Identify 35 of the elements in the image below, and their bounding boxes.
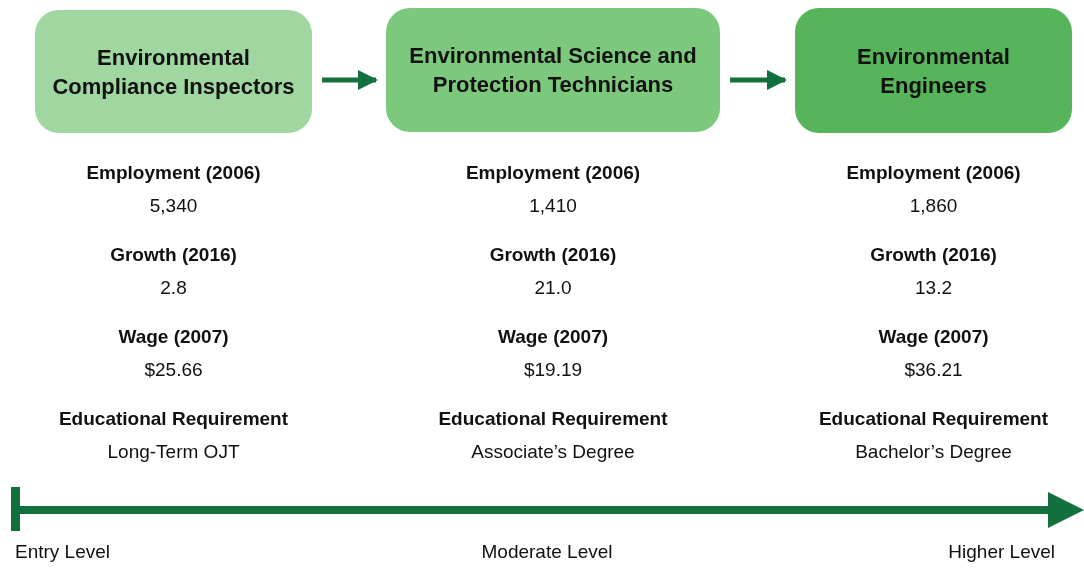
job-box bbox=[35, 10, 312, 133]
level-label: Higher Level bbox=[948, 541, 1055, 563]
stat-heading: Wage (2007) bbox=[118, 326, 229, 348]
stat-value: $25.66 bbox=[144, 359, 203, 381]
stat-heading: Wage (2007) bbox=[878, 326, 989, 348]
stat-value: Long-Term OJT bbox=[107, 441, 240, 463]
stat-heading: Employment (2006) bbox=[86, 162, 261, 184]
stat-value: $19.19 bbox=[523, 359, 583, 381]
job-title: Environmental Compliance Inspectors bbox=[51, 43, 296, 101]
arrow bbox=[730, 70, 787, 90]
stat-value: Bachelor’s Degree bbox=[855, 441, 1012, 463]
stat-heading: Growth (2016) bbox=[870, 244, 997, 266]
stat-heading: Educational Requirement bbox=[438, 408, 668, 430]
level-label: Entry Level bbox=[15, 541, 111, 563]
stat-value: Associate’s Degree bbox=[471, 441, 635, 463]
job-title: Environmental Science and Protection Technicians bbox=[408, 42, 698, 99]
stat-value: 13.2 bbox=[915, 277, 952, 299]
stat-value: 2.8 bbox=[160, 277, 187, 299]
stat-value: 1,860 bbox=[909, 195, 958, 217]
job-box bbox=[386, 8, 720, 132]
stat-heading: Wage (2007) bbox=[497, 326, 609, 348]
stat-value: 5,340 bbox=[149, 195, 198, 217]
job-title: Environmental Engineers bbox=[856, 42, 1011, 100]
stat-heading: Employment (2006) bbox=[846, 162, 1021, 184]
stat-value: $36.21 bbox=[904, 359, 963, 381]
level-label: Moderate Level bbox=[481, 541, 613, 563]
job-box bbox=[795, 8, 1072, 133]
stat-heading: Educational Requirement bbox=[818, 408, 1049, 430]
stat-heading: Growth (2016) bbox=[110, 244, 237, 266]
stat-value: 21.0 bbox=[534, 277, 572, 299]
stat-heading: Employment (2006) bbox=[465, 162, 641, 184]
arrow bbox=[322, 70, 378, 90]
stat-value: 1,410 bbox=[529, 195, 577, 217]
stat-heading: Educational Requirement bbox=[58, 408, 289, 430]
stat-heading: Growth (2016) bbox=[489, 244, 617, 266]
